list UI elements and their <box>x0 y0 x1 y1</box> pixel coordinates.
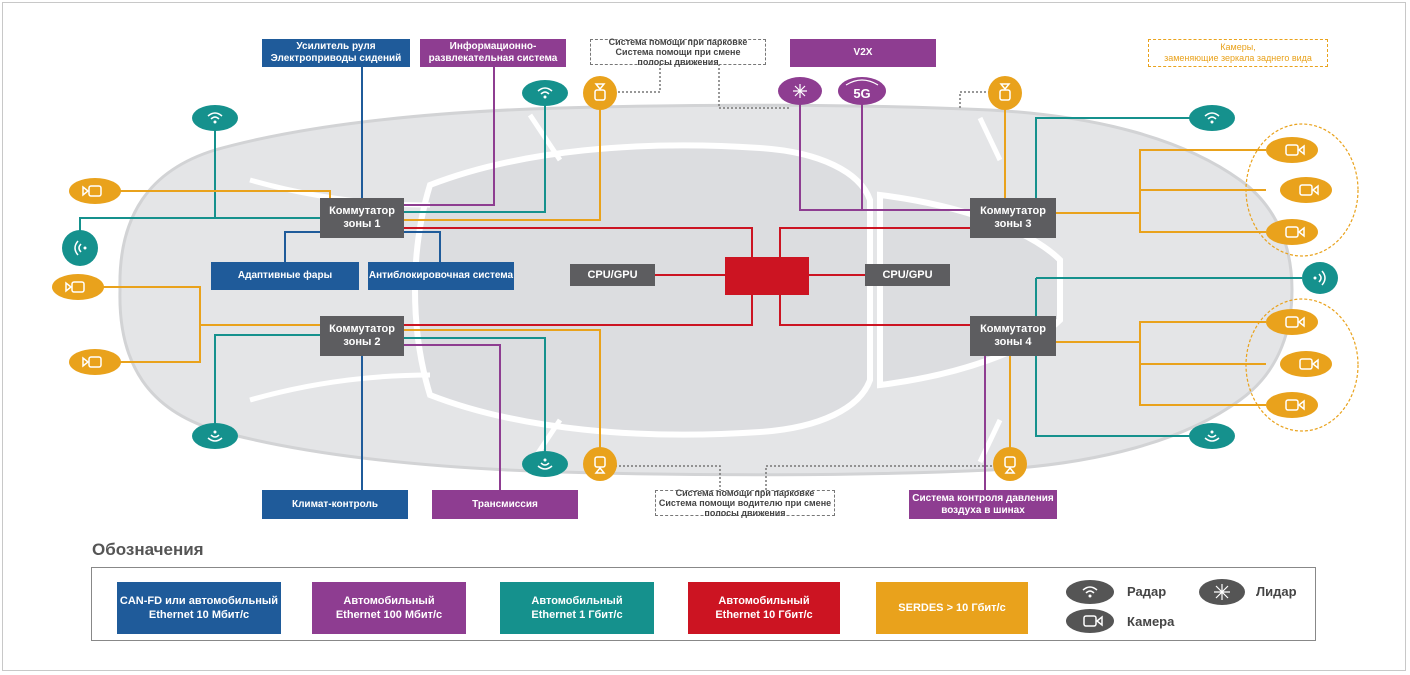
camera-icon <box>69 349 121 375</box>
zone-4-switch: Коммутатор зоны 4 <box>970 316 1056 356</box>
transmission-ecu: Трансмиссия <box>432 490 578 519</box>
v2x-module: V2X <box>790 39 936 67</box>
camera-icon <box>1266 219 1318 245</box>
legend-eth-1g: Автомобильный Ethernet 1 Гбит/с <box>500 582 654 634</box>
zone-2-switch: Коммутатор зоны 2 <box>320 316 404 356</box>
parking-assist-note-bottom: Система помощи при парковке Система помо… <box>655 488 835 518</box>
eth100-links <box>404 67 986 490</box>
cpu-gpu-right: CPU/GPU <box>865 264 950 286</box>
steering-seats-ecu: Усилитель руля Электроприводы сидений <box>262 39 410 67</box>
camera-icon <box>1266 392 1318 418</box>
legend-camera-icon <box>1066 609 1114 633</box>
legend-title: Обозначения <box>92 540 204 559</box>
camera-icon <box>1266 137 1318 163</box>
cpu-gpu-left: CPU/GPU <box>570 264 655 286</box>
legend-radar-label: Радар <box>1127 584 1167 599</box>
car-silhouette <box>118 103 1294 477</box>
can-links <box>284 67 441 490</box>
legend-lidar-icon <box>1199 579 1245 605</box>
parking-assist-note-top: Система помощи при парковке Система помо… <box>590 37 766 67</box>
radar-icons <box>62 80 1338 477</box>
eth10g-links <box>404 227 970 326</box>
radar-icon <box>522 451 568 477</box>
mirror-camera-group-top <box>1245 123 1359 257</box>
climate-control-ecu: Климат-контроль <box>262 490 408 519</box>
radar-icon <box>192 423 238 449</box>
radar-icon <box>1189 423 1235 449</box>
camera-icon <box>52 274 104 300</box>
dotted-connectors <box>614 64 992 490</box>
legend-can-fd: CAN-FD или автомобильный Ethernet 10 Мби… <box>117 582 281 634</box>
lidar-icon <box>778 77 822 105</box>
mirror-cameras-note: Камеры, заменяющие зеркала заднего вида <box>1148 39 1328 67</box>
radar-icon <box>192 105 238 131</box>
abs-ecu: Антиблокировочная система <box>368 262 514 290</box>
adaptive-headlights-ecu: Адаптивные фары <box>211 262 359 290</box>
camera-icon <box>988 76 1022 110</box>
legend-serdes: SERDES > 10 Гбит/с <box>876 582 1028 634</box>
zone-1-switch: Коммутатор зоны 1 <box>320 198 404 238</box>
radar-icon <box>522 80 568 106</box>
legend-panel <box>91 567 1316 641</box>
antenna-5g-icon: 5G <box>838 77 886 105</box>
legend-eth-10g: Автомобильный Ethernet 10 Гбит/с <box>688 582 840 634</box>
radar-icon <box>1189 105 1235 131</box>
legend-camera-label: Камера <box>1127 614 1175 629</box>
camera-icon <box>1266 309 1318 335</box>
legend-eth-100m: Автомобильный Ethernet 100 Мбит/с <box>312 582 466 634</box>
infotainment-ecu: Информационно- развлекательная система <box>420 39 566 67</box>
legend-radar-icon <box>1066 580 1114 604</box>
radar-icon <box>62 230 98 266</box>
camera-icon <box>583 76 617 110</box>
tpms-ecu: Система контроля давления воздуха в шина… <box>909 490 1057 519</box>
legend-lidar-label: Лидар <box>1256 584 1297 599</box>
camera-icon <box>993 447 1027 481</box>
serdes-links <box>100 108 1266 450</box>
badge-5g: 5G <box>853 86 870 101</box>
central-compute-unit <box>725 257 809 295</box>
camera-icon <box>1280 351 1332 377</box>
zone-3-switch: Коммутатор зоны 3 <box>970 198 1056 238</box>
camera-icon <box>69 178 121 204</box>
radar-icon <box>1302 262 1338 294</box>
camera-icons <box>52 76 1332 481</box>
camera-icon <box>1280 177 1332 203</box>
mirror-camera-group-bottom <box>1245 298 1359 432</box>
camera-icon <box>583 447 617 481</box>
